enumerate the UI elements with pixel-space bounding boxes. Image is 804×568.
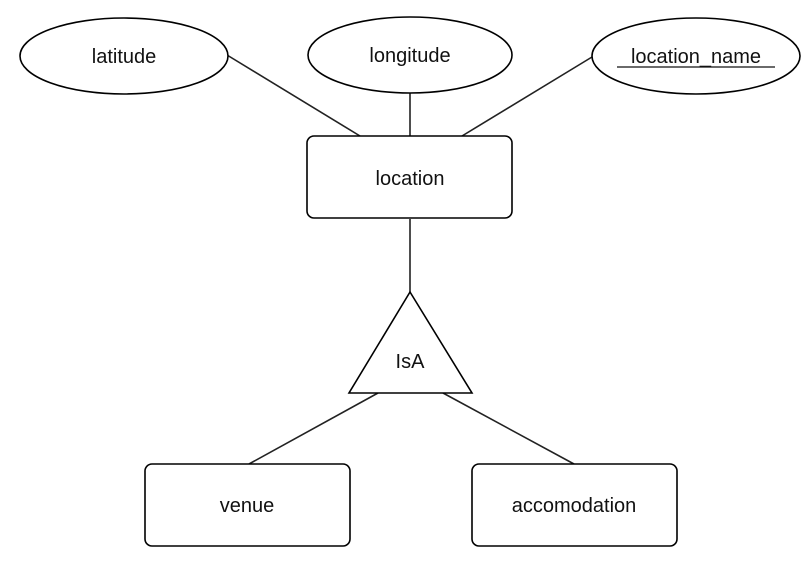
attribute-latitude[interactable]: latitude [19,17,229,95]
isa-relationship[interactable]: IsA [347,290,474,394]
attribute-longitude-label: longitude [369,45,450,67]
attribute-location-name-label: location_name [631,46,761,68]
attribute-latitude-label: latitude [92,46,157,68]
entity-location-box [306,135,513,219]
isa-triangle [347,290,474,394]
edge-latitude-location [226,54,361,137]
entity-accomodation-label: accomodation [512,495,637,517]
attribute-location-name-ellipse [591,17,801,95]
edge-isa-venue [248,392,379,465]
attribute-longitude[interactable]: longitude [307,16,513,94]
attribute-longitude-ellipse [307,16,513,94]
entity-venue[interactable]: venue [144,463,351,547]
entity-location-label: location [376,168,445,190]
entity-accomodation[interactable]: accomodation [471,463,678,547]
entity-venue-label: venue [220,495,275,517]
attribute-latitude-ellipse [19,17,229,95]
entity-accomodation-box [471,463,678,547]
isa-label: IsA [396,351,426,373]
edge-isa-accomodation [442,392,575,465]
entity-location[interactable]: location [306,135,513,219]
entity-venue-box [144,463,351,547]
attribute-location-name[interactable]: location_name [591,17,801,95]
edge-location-name-location [461,56,593,137]
